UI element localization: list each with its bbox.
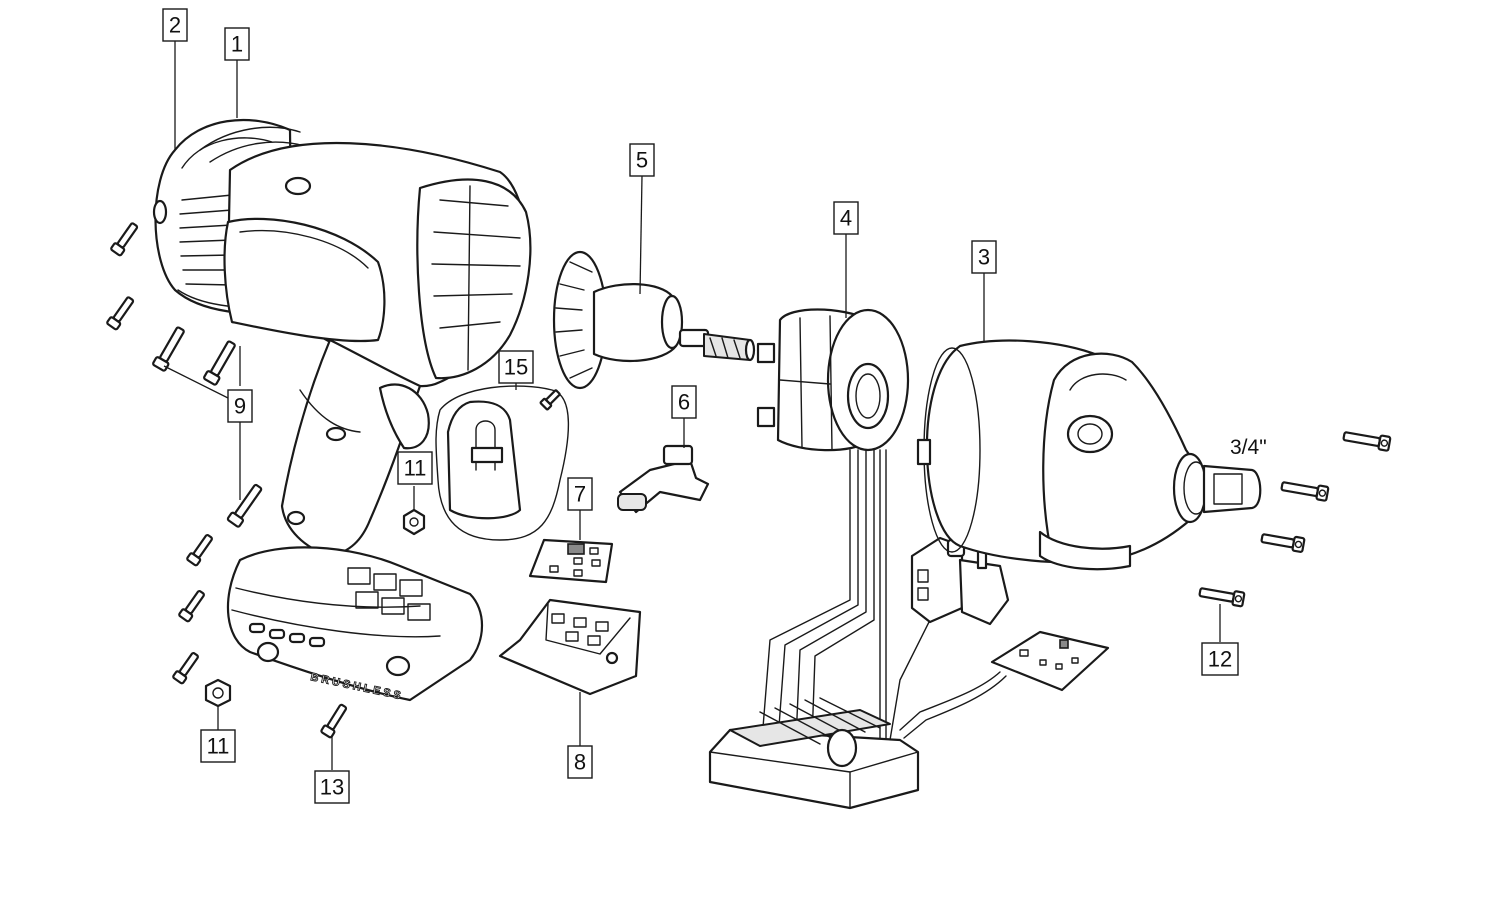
end-cap-ribs [179,194,233,286]
svg-text:12: 12 [1208,647,1232,672]
stator-wire-harness [761,449,941,741]
callout-12: 12 [1201,642,1239,676]
callout-6: 6 [671,385,697,419]
callout-3: 3 [971,240,997,274]
screw [1198,587,1246,608]
foot-led-buttons [248,622,411,677]
svg-text:9: 9 [234,394,246,419]
screw [172,652,199,685]
svg-text:13: 13 [320,775,344,800]
screw [203,340,236,386]
screw [226,483,263,528]
svg-text:1: 1 [231,32,243,57]
gear-case-screws [1198,431,1392,608]
svg-text:5: 5 [636,148,648,173]
belt-clip-kit [435,385,570,541]
hex-nut [204,678,232,708]
foot-latch-grid [347,567,431,621]
screw [1280,481,1330,502]
callout-11-lower: 11 [200,729,236,763]
stator-assembly [756,308,910,452]
anvil-drive-size-label: 3/4" [1230,436,1267,459]
svg-text:8: 8 [574,750,586,775]
screw [1260,533,1306,553]
forward-reverse-lever [617,444,710,514]
battery-slide [498,598,642,696]
callout-2: 2 [162,8,188,42]
svg-text:3: 3 [978,245,990,270]
callout-11-upper: 11 [397,451,433,485]
leader-lines [163,40,1221,770]
svg-text:7: 7 [574,482,586,507]
callout-13: 13 [314,770,350,804]
callout-4: 4 [833,201,859,235]
callout-7: 7 [567,477,593,511]
rotor-assembly [552,250,756,390]
callout-5: 5 [629,143,655,177]
hex-nut [402,508,426,536]
housing-screws [106,222,426,739]
callout-15: 15 [498,350,534,384]
screw [186,534,213,567]
svg-text:6: 6 [678,390,690,415]
fan-blades [555,261,593,379]
control-module [708,697,920,810]
svg-text:11: 11 [207,734,230,759]
gear-case [916,339,1262,571]
svg-text:4: 4 [840,206,852,231]
svg-text:11: 11 [404,456,427,481]
callout-9: 9 [227,389,253,423]
screw [320,703,348,739]
svg-text:15: 15 [504,355,528,380]
callout-1: 1 [224,27,250,61]
screw [106,296,135,331]
led-board [899,630,1110,739]
svg-text:2: 2 [169,13,181,38]
heatsink-fins [759,697,881,745]
callout-8: 8 [567,745,593,779]
label-plate [528,538,614,584]
screw [110,222,139,257]
trigger-switch [910,536,1010,626]
screw [178,590,205,623]
screw [152,326,185,372]
screw [1342,431,1392,452]
